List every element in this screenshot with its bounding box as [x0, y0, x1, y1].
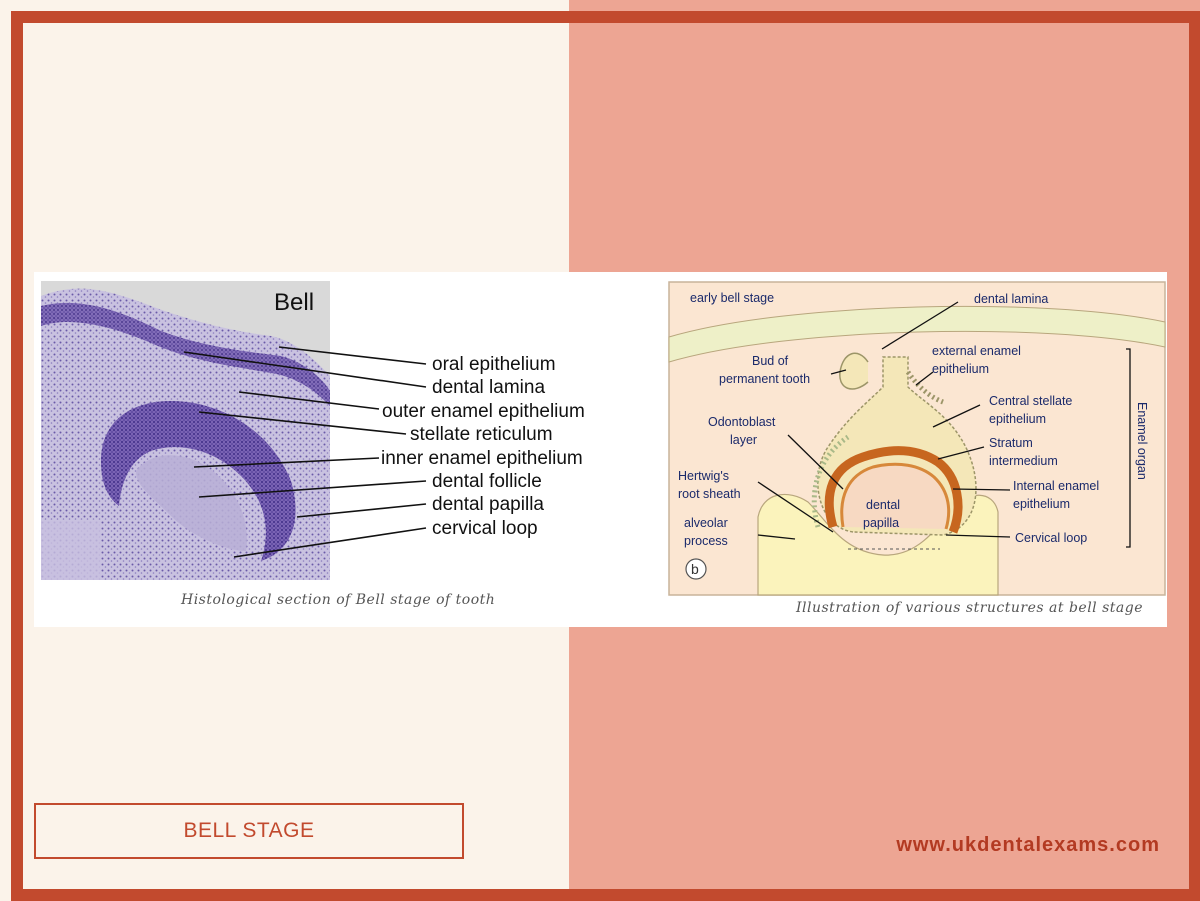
leader-line — [183, 351, 427, 388]
label-inner-enamel-epithelium: inner enamel epithelium — [381, 448, 583, 469]
label-papilla-line2: papilla — [863, 516, 899, 530]
label-dental-lamina-illus: dental lamina — [974, 292, 1048, 306]
label-internal-line2: epithelium — [1013, 497, 1070, 511]
leader-line — [238, 391, 380, 410]
label-odonto-line1: Odontoblast — [708, 415, 776, 429]
label-enamel-organ: Enamel organ — [1135, 402, 1149, 480]
illus-stage-label: early bell stage — [690, 291, 774, 305]
label-dental-papilla: dental papilla — [432, 494, 544, 515]
label-external-line2: epithelium — [932, 362, 989, 376]
bell-stage-illustration: early bell stage dental lamina Bud of pe… — [668, 281, 1166, 596]
label-papilla-line1: dental — [866, 498, 900, 512]
label-alveolar-line1: alveolar — [684, 516, 728, 530]
label-oral-epithelium: oral epithelium — [432, 354, 556, 375]
label-dental-follicle: dental follicle — [432, 471, 542, 492]
label-alveolar-line2: process — [684, 534, 728, 548]
label-stratum-line2: intermedium — [989, 454, 1058, 468]
leader-line — [198, 411, 407, 435]
leader-line — [278, 346, 427, 365]
histology-caption: Histological section of Bell stage of to… — [181, 592, 496, 608]
illustration-caption: Illustration of various structures at be… — [796, 600, 1144, 616]
label-stellate-reticulum: stellate reticulum — [410, 424, 553, 445]
label-internal-line1: Internal enamel — [1013, 479, 1099, 493]
page-title: BELL STAGE — [183, 819, 315, 842]
label-hertwig-line1: Hertwig's — [678, 469, 729, 483]
histology-labels-layer: Bell oral epithelium dental lamina outer… — [183, 289, 585, 558]
label-central-line1: Central stellate — [989, 394, 1072, 408]
label-outer-enamel-epithelium: outer enamel epithelium — [382, 401, 585, 422]
label-bud-line2: permanent tooth — [719, 372, 810, 386]
label-odonto-line2: layer — [730, 433, 757, 447]
website-link[interactable]: www.ukdentalexams.com — [896, 834, 1160, 856]
panel-letter: b — [691, 561, 699, 577]
leader-line — [233, 527, 427, 558]
leader-line — [296, 503, 427, 518]
label-hertwig-line2: root sheath — [678, 487, 741, 501]
label-external-line1: external enamel — [932, 344, 1021, 358]
label-stratum-line1: Stratum — [989, 436, 1033, 450]
histology-section-image — [41, 281, 330, 580]
label-central-line2: epithelium — [989, 412, 1046, 426]
leader-line — [193, 457, 380, 468]
title-box: BELL STAGE — [34, 803, 464, 859]
leader-line — [198, 480, 427, 498]
histology-stage-label: Bell — [274, 289, 314, 316]
label-bud-line1: Bud of — [752, 354, 789, 368]
label-cervical-loop: cervical loop — [432, 518, 538, 539]
label-dental-lamina: dental lamina — [432, 377, 545, 398]
label-cervical-loop-illus: Cervical loop — [1015, 531, 1087, 545]
